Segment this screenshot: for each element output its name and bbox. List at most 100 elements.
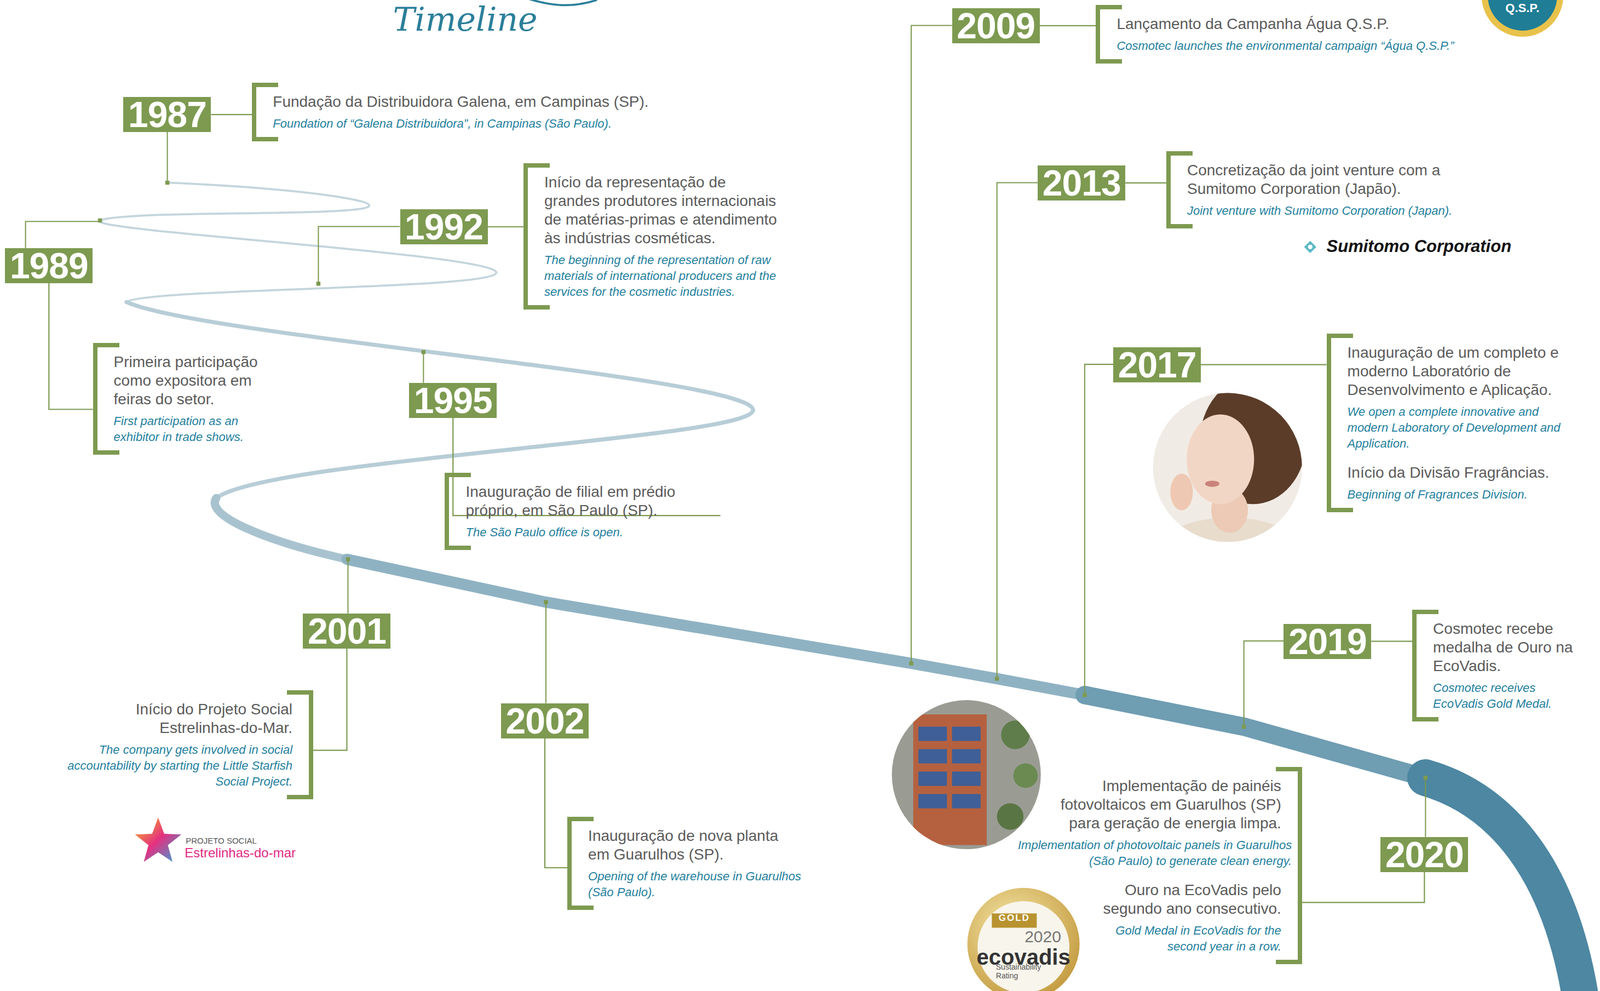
- caption-en: Foundation of “Galena Distribuidora”, in…: [272, 115, 701, 132]
- leader-lines: [25, 25, 1426, 837]
- event-bracket: Inauguração de filial em prédio próprio,…: [444, 472, 721, 550]
- bracket-arm: [1170, 151, 1193, 156]
- year-label: 2019: [1287, 623, 1367, 659]
- sumitomo-symbol: [1304, 240, 1317, 253]
- leader-line: [422, 352, 424, 383]
- solar-panel: [952, 726, 981, 741]
- year-label: 1987: [127, 96, 207, 132]
- event-bracket: Início da representação de grandes produ…: [523, 163, 784, 310]
- logo-label: PROJETO SOCIAL: [185, 835, 309, 845]
- connector-line: [487, 226, 524, 228]
- caption-en: The company gets involved in social acco…: [58, 741, 293, 790]
- year-box: 1992: [400, 209, 488, 245]
- timeline-ribbon: [214, 497, 347, 560]
- bracket-arm: [1331, 333, 1354, 338]
- photo-tree: [1000, 720, 1030, 749]
- bracket-arm: [97, 342, 120, 348]
- caption-en: Beginning of Fragrances Division.: [1347, 486, 1572, 503]
- timeline-dot: [1241, 724, 1246, 729]
- event-bracket: Inauguração de um completo e moderno Lab…: [1326, 333, 1572, 512]
- bracket-arm: [449, 472, 471, 477]
- year-label: 2020: [1384, 836, 1464, 872]
- year-box: 2020: [1380, 836, 1469, 872]
- sumitomo-symbol-shape: [1304, 240, 1317, 253]
- diagram-title: Timeline: [392, 0, 538, 39]
- caption-en: The beginning of the representation of r…: [544, 251, 784, 300]
- year-box: 1989: [4, 248, 93, 284]
- timeline-ribbon: [1084, 694, 1426, 778]
- year-box: 2001: [302, 613, 391, 649]
- caption-pt: Primeira participação como expositora em…: [113, 352, 282, 409]
- timeline-ribbon: [1425, 777, 1582, 991]
- bracket-arm: [97, 450, 120, 455]
- leader-line: [545, 601, 547, 703]
- year-box: 2013: [1037, 165, 1126, 201]
- solar-panels: [918, 726, 981, 808]
- caption-en: Cosmotec launches the environmental camp…: [1116, 37, 1504, 54]
- bracket-arm: [527, 304, 550, 310]
- sumitomo-symbol-dot: [1308, 244, 1313, 250]
- year-label: 2002: [505, 703, 585, 739]
- bracket-arm: [1100, 59, 1122, 64]
- bracket-arm: [571, 816, 594, 821]
- solar-panel: [918, 726, 947, 741]
- timeline-dot: [994, 676, 999, 681]
- caption-pt: Inauguração de um completo e moderno Lab…: [1347, 343, 1572, 400]
- connector-line: [1302, 871, 1425, 902]
- timeline-ribbon: [126, 301, 753, 498]
- timeline-dots: [98, 180, 1428, 780]
- caption-en: Joint venture with Sumitomo Corporation …: [1187, 202, 1504, 219]
- leader-line: [1084, 364, 1114, 695]
- year-label: 1992: [404, 209, 484, 245]
- leader-line: [911, 25, 953, 664]
- year-box: 2019: [1283, 623, 1372, 659]
- solar-panel: [918, 748, 947, 763]
- connector-line: [210, 113, 252, 115]
- year-label: 2017: [1117, 347, 1197, 383]
- solar-panel: [952, 793, 981, 808]
- leader-line: [25, 221, 101, 248]
- solar-panel: [952, 770, 981, 786]
- year-label: 1989: [9, 248, 89, 284]
- caption-pt: Início do Projeto Social Estrelinhas-do-…: [58, 699, 293, 738]
- event-bracket: Fundação da Distribuidora Galena, em Cam…: [251, 82, 701, 142]
- leader-line: [1244, 640, 1285, 727]
- logo-label: Sustainability Rating: [996, 962, 1060, 980]
- bracket-arm: [527, 163, 550, 168]
- timeline-dot: [543, 599, 548, 604]
- year-box: 2017: [1113, 347, 1201, 383]
- bracket-arm: [286, 689, 309, 695]
- event-bracket: Cosmotec recebe medalha de Ouro na EcoVa…: [1412, 609, 1586, 722]
- bracket-arm: [256, 136, 279, 142]
- caption-pt: Inauguração de nova planta em Guarulhos …: [588, 826, 803, 864]
- year-box: 1995: [409, 382, 497, 418]
- timeline-ribbon: [99, 182, 497, 302]
- leader-line: [1424, 777, 1426, 837]
- photo-lips: [1205, 480, 1220, 487]
- caption-en: Opening of the warehouse in Guarulhos (S…: [588, 867, 803, 900]
- year-box: 2002: [501, 703, 589, 739]
- caption-pt: Inauguração de filial em prédio próprio,…: [465, 482, 721, 520]
- caption-en: Cosmotec receives EcoVadis Gold Medal.: [1432, 679, 1586, 712]
- caption-en: We open a complete innovative and modern…: [1347, 403, 1572, 452]
- qsp-badge: [1481, 0, 1564, 37]
- bracket-arm: [256, 82, 279, 88]
- timeline-dot: [98, 218, 102, 223]
- caption-en: The São Paulo office is open.: [465, 524, 721, 540]
- solar-panel: [952, 748, 981, 763]
- timeline-dot: [1082, 692, 1087, 697]
- photo-face: [1186, 413, 1254, 504]
- caption-pt: Ouro na EcoVadis pelo segundo ano consec…: [1087, 880, 1282, 918]
- bracket-arm: [1170, 223, 1193, 229]
- connector-line: [1039, 25, 1097, 27]
- event-bracket: Inauguração de nova planta em Guarulhos …: [567, 816, 803, 910]
- bracket-arm: [1331, 507, 1354, 512]
- year-box: 2009: [952, 8, 1040, 44]
- photo-hand: [1170, 473, 1193, 510]
- bracket-arm: [1416, 609, 1439, 614]
- solar-panel: [918, 793, 947, 808]
- year-box: 1987: [123, 96, 211, 132]
- logo-label: 2020: [1017, 926, 1069, 946]
- bracket-arm: [449, 545, 471, 550]
- caption-pt: Início da Divisão Fragrâncias.: [1347, 463, 1572, 482]
